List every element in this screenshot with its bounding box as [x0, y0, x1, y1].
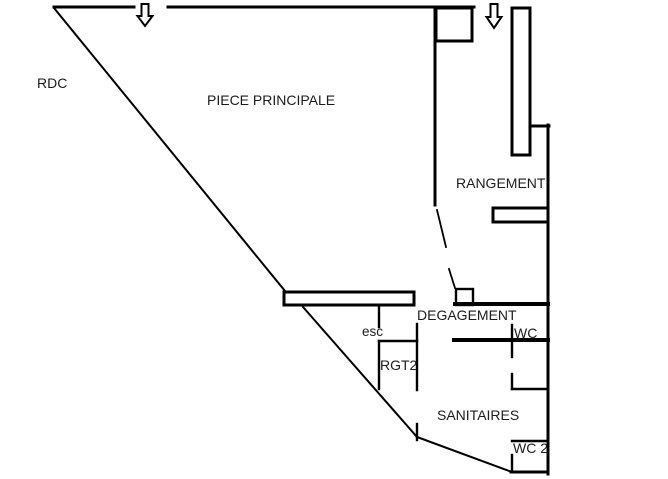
diagonal-wall-upper — [52, 6, 287, 293]
rangement-shelf — [491, 206, 550, 224]
top-right-closet-box — [434, 6, 474, 43]
long-partition-counter — [282, 290, 416, 307]
label-rgt2: RGT2 — [380, 357, 418, 373]
down-arrow-icon — [135, 3, 155, 28]
label-wc: WC — [514, 325, 538, 341]
tall-wall-column — [510, 6, 532, 157]
door-swing-segment-2 — [447, 267, 457, 290]
label-piece-principale: PIECE PRINCIPALE — [207, 92, 336, 108]
diagonal-wall-lower — [415, 435, 514, 474]
diagonal-wall-middle — [301, 305, 419, 439]
label-rangement: RANGEMENT — [456, 175, 546, 191]
label-floor-rdc: RDC — [37, 75, 68, 91]
label-esc: esc — [362, 324, 384, 339]
label-wc2: WC 2 — [513, 440, 548, 456]
down-arrow-icon — [484, 3, 504, 30]
door-swing-segment-1 — [435, 208, 448, 249]
label-sanitaires: SANITAIRES — [437, 407, 520, 423]
label-degagement: DEGAGEMENT — [417, 307, 517, 323]
